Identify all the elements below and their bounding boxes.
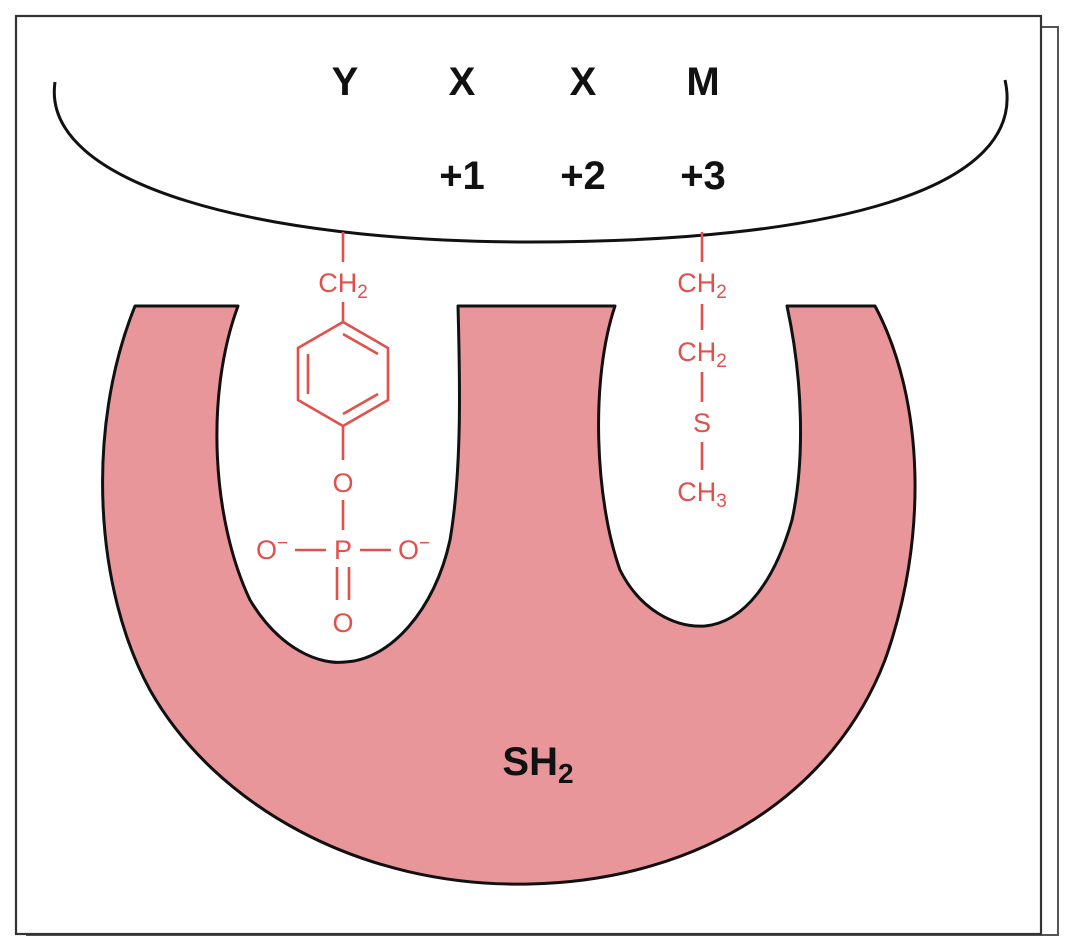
residue-x-2: X xyxy=(570,60,597,104)
residue-x-1: X xyxy=(449,60,476,104)
tyr-ch2-label: CH2 xyxy=(318,268,368,303)
phosphate-oxygen-left-label: O− xyxy=(256,533,288,565)
methionine-side-chain: CH2 CH2 S CH3 xyxy=(677,232,727,512)
position-plus-3: +3 xyxy=(680,154,726,198)
ring-double-bond-1 xyxy=(342,332,379,356)
phosphate-oxygen-right-label: O− xyxy=(398,533,430,565)
position-plus-2: +2 xyxy=(560,154,606,198)
met-sulfur-label: S xyxy=(693,408,711,438)
met-ch2-b-label: CH2 xyxy=(677,337,727,372)
peptide-backbone-shape xyxy=(52,79,1009,244)
met-ch3-label: CH3 xyxy=(677,477,727,512)
peptide-sequence: Y X X M +1 +2 +3 xyxy=(332,60,726,198)
sh2-domain-label: SH2 xyxy=(502,740,573,789)
phosphate-oxygen-double-label: O xyxy=(332,608,353,638)
phosphorus-label: P xyxy=(334,535,352,565)
residue-m: M xyxy=(686,60,719,104)
phosphotyrosine-side-chain: CH2 O P O− O− O xyxy=(256,232,430,638)
residue-y: Y xyxy=(332,60,359,104)
sh2-domain-shape xyxy=(101,304,917,886)
ring-double-bond-2 xyxy=(342,392,379,416)
tyr-ester-oxygen-label: O xyxy=(332,468,353,498)
met-ch2-a-label: CH2 xyxy=(677,268,727,303)
position-plus-1: +1 xyxy=(439,154,485,198)
